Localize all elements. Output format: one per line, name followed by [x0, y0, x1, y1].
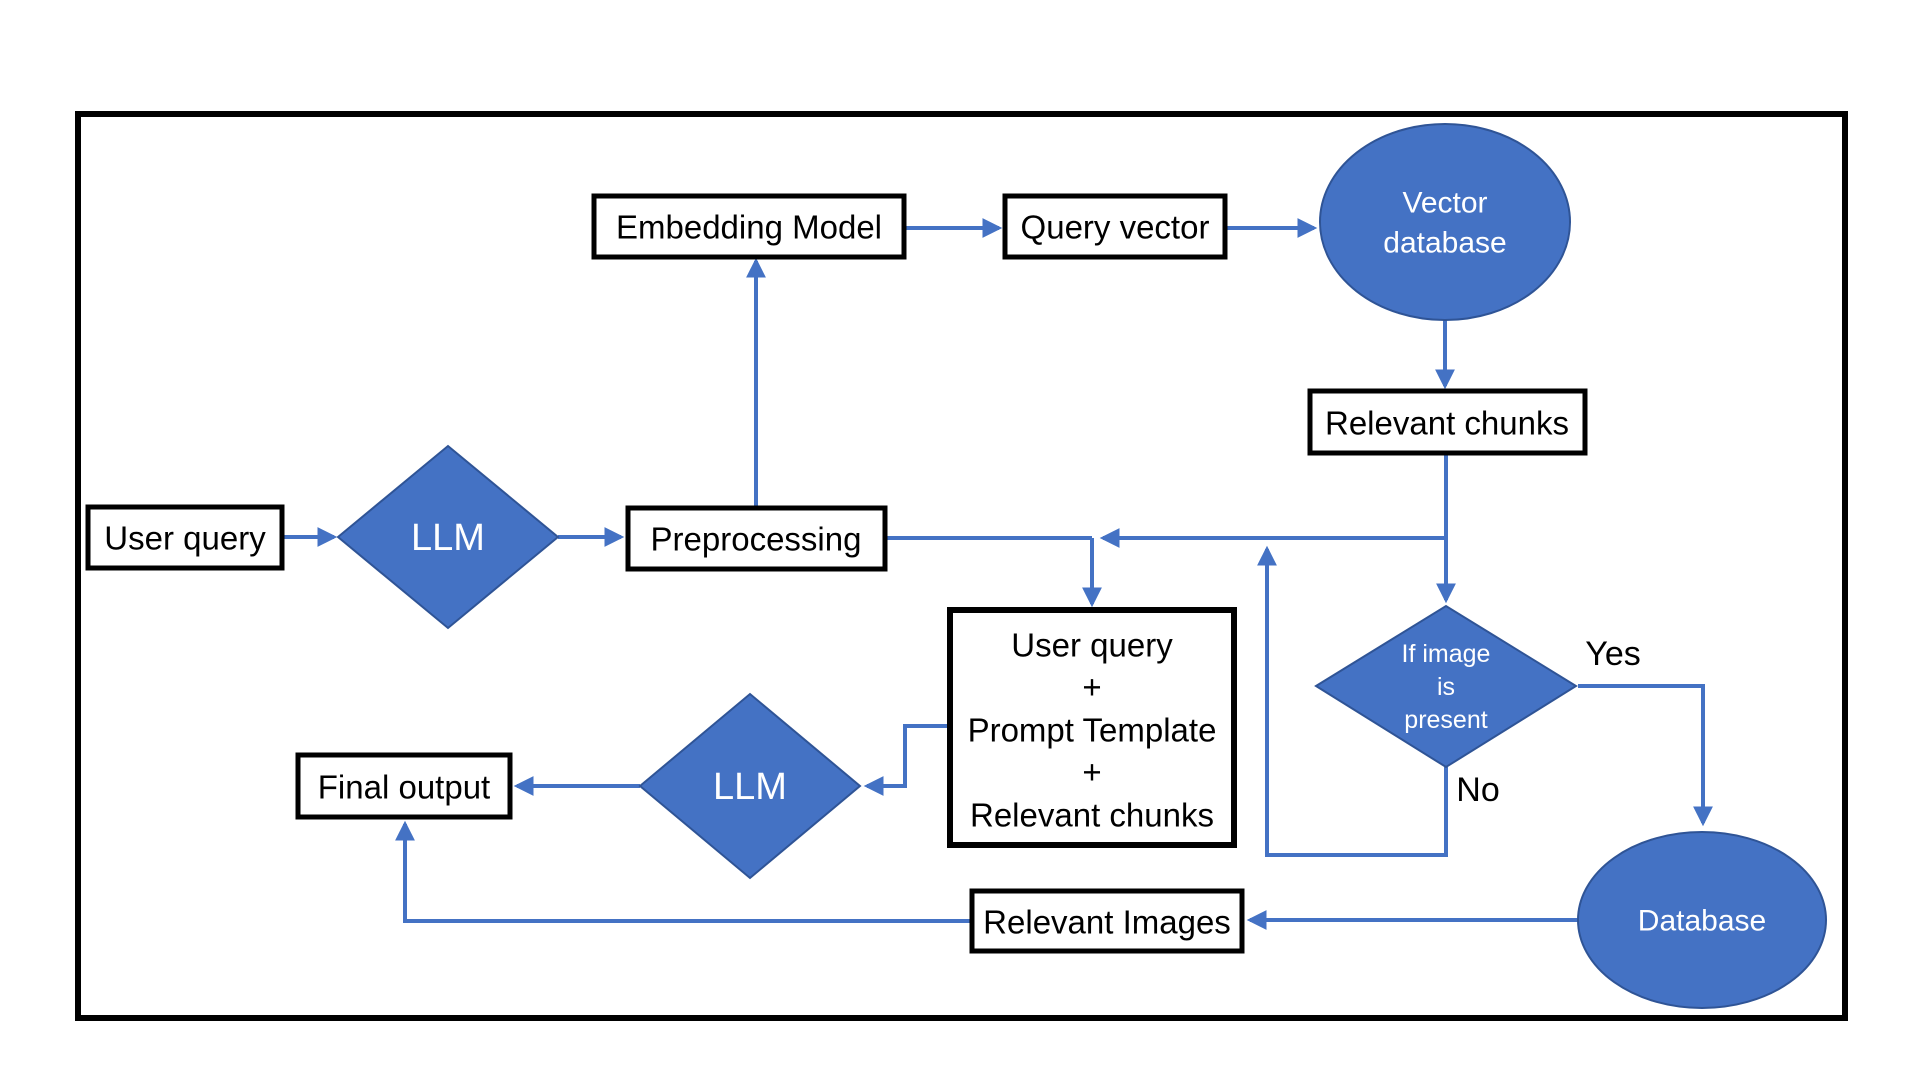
node-prompt-combination: User query + Prompt Template + Relevant …	[947, 607, 1237, 848]
node-preprocessing-shape	[625, 505, 888, 572]
edge-label-no: No	[1456, 771, 1499, 809]
node-relevant-chunks-label: Relevant chunks	[1325, 405, 1569, 442]
node-llm-1-shape	[336, 444, 560, 630]
node-relevant-images: Relevant Images	[969, 888, 1245, 954]
node-final-output-shape	[295, 752, 513, 820]
node-llm-2: LLM	[638, 692, 862, 880]
node-if-image-label-line2: is	[1437, 673, 1455, 701]
node-user-query: User query	[85, 504, 285, 571]
node-embedding-model: Embedding Model	[591, 193, 907, 260]
node-relevant-images-shape	[969, 888, 1245, 954]
node-embedding-model-label: Embedding Model	[616, 209, 882, 246]
node-llm-1-label: LLM	[411, 517, 485, 559]
node-final-output: Final output	[295, 752, 513, 820]
node-if-image-present-shape	[1314, 604, 1578, 769]
node-relevant-images-label: Relevant Images	[983, 904, 1231, 941]
node-vector-database-label-line1: Vector	[1402, 187, 1487, 220]
edge-relevant-images-to-final-output	[395, 820, 972, 923]
node-preprocessing-label: Preprocessing	[651, 521, 862, 558]
node-query-vector-label: Query vector	[1021, 209, 1210, 246]
node-prompt-combination-line3: Prompt Template	[968, 712, 1217, 749]
edge-yes-to-database	[1578, 684, 1713, 827]
node-relevant-chunks: Relevant chunks	[1307, 388, 1588, 456]
node-user-query-shape	[85, 504, 285, 571]
outer-border	[75, 111, 1848, 1021]
node-user-query-label: User query	[104, 520, 266, 557]
node-database-label: Database	[1638, 905, 1766, 938]
node-query-vector-shape	[1002, 193, 1228, 260]
edge-prompt-box-to-llm2	[863, 724, 950, 796]
node-if-image-label-line3: present	[1404, 706, 1487, 734]
node-vector-database: Vector database	[1319, 123, 1571, 321]
node-database: Database	[1577, 831, 1827, 1009]
node-database-shape	[1577, 831, 1827, 1009]
node-embedding-model-shape	[591, 193, 907, 260]
edge-no-loop	[1257, 545, 1448, 857]
node-vector-database-shape	[1319, 123, 1571, 321]
node-if-image-present: If image is present	[1314, 604, 1578, 769]
node-prompt-combination-shape	[947, 607, 1237, 848]
node-llm-2-label: LLM	[713, 766, 787, 808]
edges	[282, 218, 1713, 930]
node-relevant-chunks-shape	[1307, 388, 1588, 456]
node-prompt-combination-line2: +	[1082, 669, 1101, 706]
node-final-output-label: Final output	[318, 769, 490, 806]
node-prompt-combination-line5: Relevant chunks	[970, 797, 1214, 834]
node-prompt-combination-line1: User query	[1011, 627, 1173, 664]
node-llm-2-shape	[638, 692, 862, 880]
edge-label-yes: Yes	[1585, 635, 1640, 673]
node-query-vector: Query vector	[1002, 193, 1228, 260]
node-if-image-label-line1: If image	[1402, 640, 1491, 668]
node-preprocessing: Preprocessing	[625, 505, 888, 572]
node-prompt-combination-line4: +	[1082, 754, 1101, 791]
node-vector-database-label-line2: database	[1383, 227, 1506, 260]
node-llm-1: LLM	[336, 444, 560, 630]
